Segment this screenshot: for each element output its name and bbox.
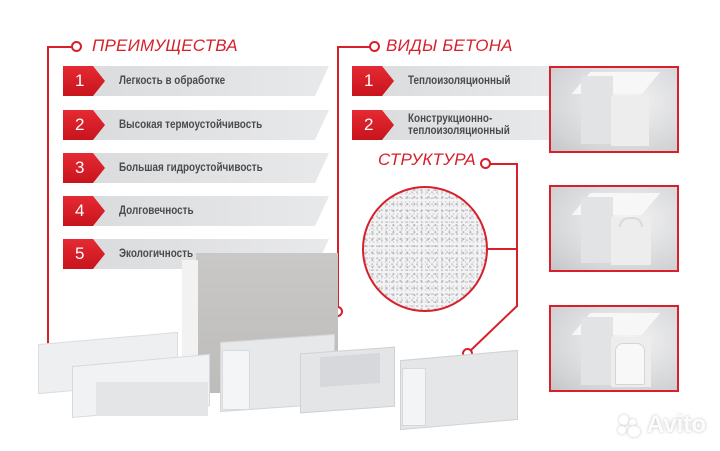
advantage-item: 1 Легкость в обработке xyxy=(63,66,329,96)
advantage-item: 4 Долговечность xyxy=(63,196,329,226)
structure-line-top xyxy=(490,163,518,165)
avito-logo-icon xyxy=(617,413,643,437)
concrete-types-title: ВИДЫ БЕТОНА xyxy=(386,36,513,55)
advantages-frame-left xyxy=(47,46,49,359)
types-frame-top xyxy=(337,46,371,48)
structure-texture-image xyxy=(362,186,488,312)
connector-dot xyxy=(369,41,380,52)
advantage-label: Экологичность xyxy=(119,247,194,260)
concrete-type-item: 1 Теплоизоляционный xyxy=(352,66,552,96)
avito-text: Avito xyxy=(646,411,706,438)
structure-title: СТРУКТУРА xyxy=(378,150,476,169)
concrete-block xyxy=(96,382,208,416)
advantage-item: 2 Высокая термоустойчивость xyxy=(63,110,329,140)
advantage-label: Высокая термоустойчивость xyxy=(119,118,263,131)
advantage-label: Большая гидроустойчивость xyxy=(119,161,263,174)
advantage-label: Долговечность xyxy=(119,204,194,217)
concrete-block-front xyxy=(222,350,250,410)
block-photo-3 xyxy=(549,305,679,392)
advantage-item: 3 Большая гидроустойчивость xyxy=(63,153,329,183)
structure-line-right xyxy=(516,163,518,307)
block-photo-2 xyxy=(549,185,679,272)
types-frame-left xyxy=(337,46,339,308)
avito-watermark: Avito xyxy=(617,411,706,439)
advantages-frame-top xyxy=(47,46,73,48)
u-block-groove xyxy=(320,352,380,388)
concrete-type-label: Конструкционно- теплоизоляционный xyxy=(408,112,510,137)
advantage-label: Легкость в обработке xyxy=(119,74,226,87)
concrete-type-item: 2 Конструкционно- теплоизоляционный xyxy=(352,110,552,140)
connector-dot xyxy=(71,41,82,52)
concrete-block-front xyxy=(402,368,426,426)
advantages-title: ПРЕИМУЩЕСТВА xyxy=(92,36,238,55)
concrete-type-label: Теплоизоляционный xyxy=(408,74,511,87)
block-photo-1 xyxy=(549,66,679,153)
structure-line-mid xyxy=(488,248,517,250)
structure-line-diagonal xyxy=(468,305,518,353)
